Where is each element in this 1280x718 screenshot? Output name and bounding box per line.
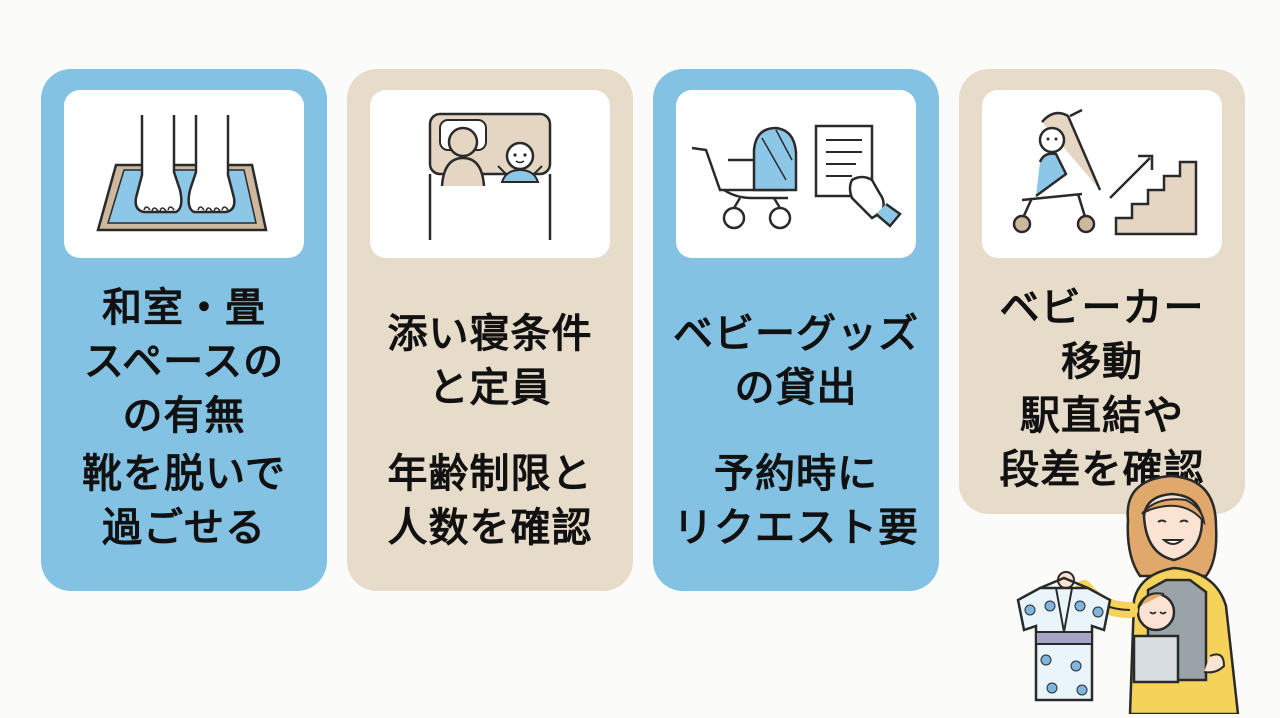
title-line: ベビーグッズ <box>673 311 919 357</box>
desc-line: 靴を脱いで <box>82 451 286 497</box>
card-description: 靴を脱いで 過ごせる <box>41 447 327 555</box>
title-line: ベビーカー <box>999 285 1205 331</box>
title-line: 駅直結や <box>1020 393 1184 439</box>
card-co-sleeping: 添い寝条件 と定員 年齢制限と 人数を確認 <box>347 69 633 591</box>
title-line: と定員 <box>428 365 552 411</box>
card-description: 予約時に リクエスト要 <box>653 447 939 555</box>
desc-line: 年齢制限と <box>387 451 593 497</box>
card-tatami-room: 和室・畳 スペースの の有無 靴を脱いで 過ごせる <box>41 69 327 591</box>
card-title: ベビーグッズ の貸出 <box>653 311 939 415</box>
title-line: の貸出 <box>734 365 858 411</box>
card-title: ベビーカー 移動 駅直結や 段差を確認 <box>959 281 1245 497</box>
card-baby-goods-rental: ベビーグッズ の貸出 予約時に リクエスト要 <box>653 69 939 591</box>
card-stroller-access: ベビーカー 移動 駅直結や 段差を確認 <box>959 69 1245 514</box>
title-line: スペースの <box>83 339 285 385</box>
feet-on-mat-icon <box>64 90 304 258</box>
co-sleeping-icon <box>370 90 610 258</box>
stroller-rental-icon <box>676 90 916 258</box>
stroller-stairs-icon <box>982 90 1222 258</box>
desc-line: 人数を確認 <box>387 505 593 551</box>
title-line: 添い寝条件 <box>387 311 593 357</box>
title-line: 移動 <box>1061 339 1143 385</box>
title-line: の有無 <box>122 393 246 439</box>
desc-line: リクエスト要 <box>673 505 919 551</box>
mother-with-baby-carrier-illustration <box>980 460 1280 716</box>
desc-line: 予約時に <box>714 451 878 497</box>
title-line: 和室・畳 <box>102 285 266 331</box>
desc-line: 過ごせる <box>102 505 266 551</box>
card-title: 和室・畳 スペースの の有無 <box>41 281 327 443</box>
card-description: 年齢制限と 人数を確認 <box>347 447 633 555</box>
card-title: 添い寝条件 と定員 <box>347 307 633 415</box>
